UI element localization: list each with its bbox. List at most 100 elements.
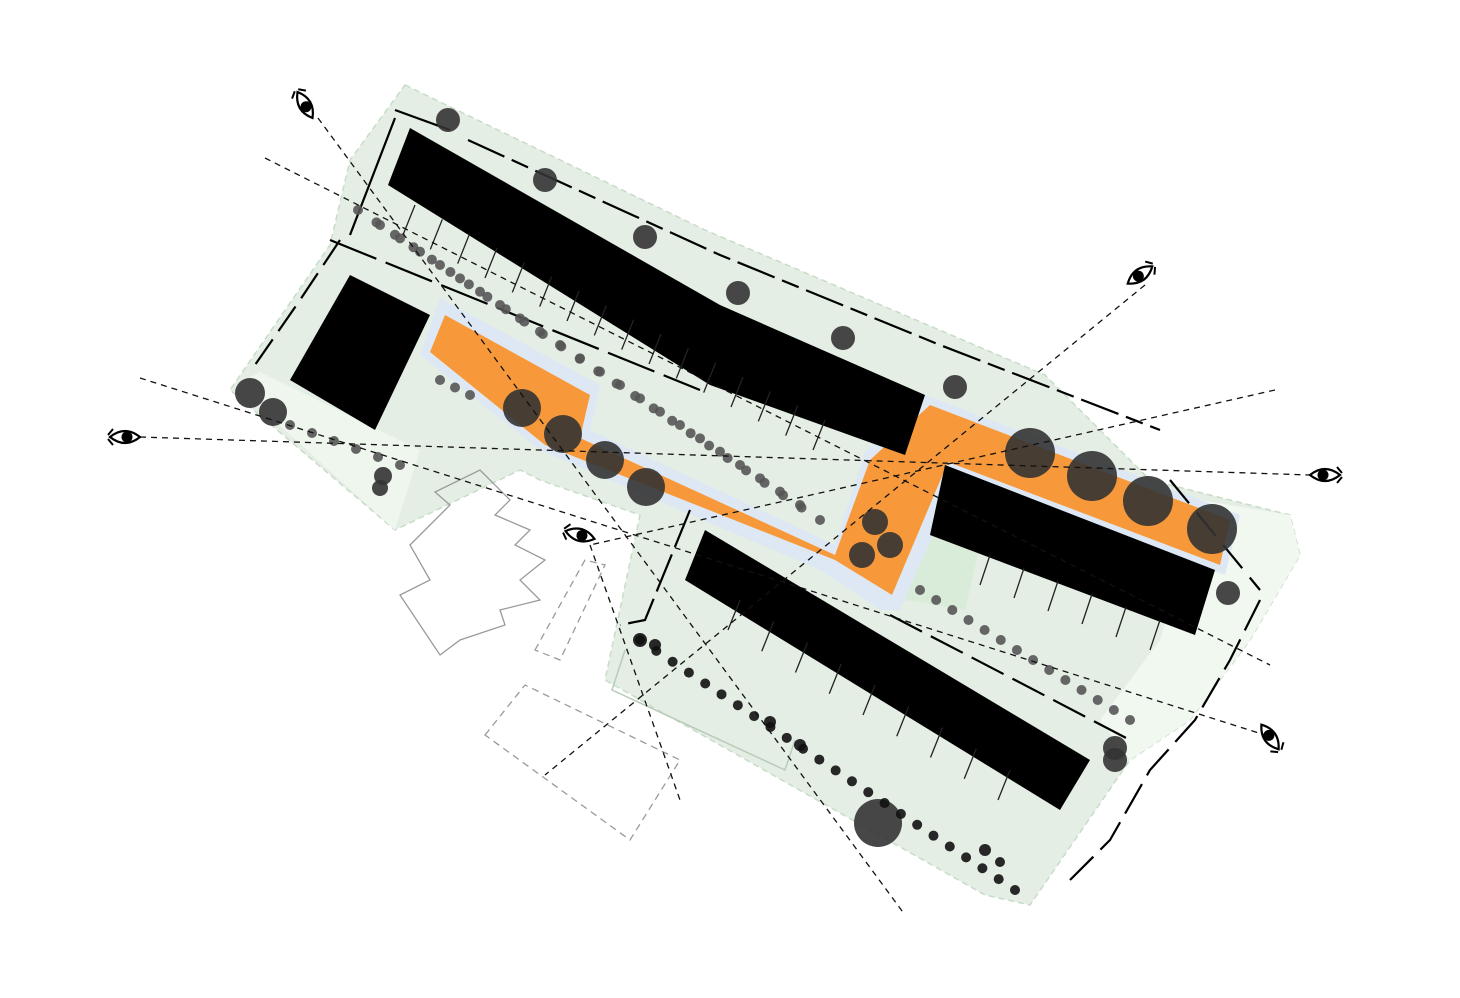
tree-small (1125, 715, 1135, 725)
tree-small (732, 700, 743, 711)
tree-small (426, 254, 437, 265)
tree-small (830, 765, 841, 776)
tree-medium (943, 375, 967, 399)
boundary-west-2 (254, 239, 341, 366)
neighbor-buildings (399, 469, 681, 841)
eye-icon (1260, 723, 1285, 754)
parking-stall-line (457, 233, 471, 264)
sightline-3 (139, 377, 1266, 736)
tree-small (915, 585, 925, 595)
building-south-long (685, 530, 1090, 810)
tree-small (649, 639, 661, 651)
tree-small (535, 326, 545, 337)
boundary-east (1069, 599, 1261, 881)
eye-icon (1126, 260, 1157, 285)
tree-small (635, 393, 645, 404)
tree-large (1005, 428, 1055, 478)
tree-small (435, 260, 445, 270)
tree-medium (862, 509, 888, 535)
eye-icon (107, 428, 142, 446)
tree-small (1060, 675, 1071, 685)
tree-large (544, 415, 582, 453)
parking-stall-line (484, 247, 498, 279)
tree-small (700, 678, 711, 689)
tree-small (895, 808, 906, 819)
parking-stall-line (566, 290, 580, 322)
tree-small (879, 798, 890, 809)
tree-medium (1103, 748, 1127, 772)
sightline-7 (589, 544, 681, 801)
tree-medium (633, 225, 657, 249)
tree-small (944, 841, 955, 852)
tree-small (979, 625, 990, 635)
parking-stalls (402, 204, 1161, 801)
building-west-block (290, 275, 430, 430)
parking-stall-line (757, 391, 771, 422)
parking-stall-line (511, 262, 525, 293)
tree-small (1076, 685, 1087, 695)
eye-icon (1308, 466, 1343, 484)
parking-stall-line (648, 333, 662, 365)
tree-small (373, 452, 383, 462)
tree-small (667, 656, 678, 667)
tree-small (475, 286, 485, 297)
tree-small (329, 436, 339, 446)
tree-small (814, 754, 825, 765)
tree-large (1123, 476, 1173, 526)
tree-small (846, 776, 857, 787)
parking-stall-line (1013, 567, 1025, 599)
tree-small (555, 340, 565, 350)
tree-medium (372, 480, 388, 496)
tree-small (463, 279, 474, 290)
tree-small (655, 406, 665, 417)
tree-small (755, 473, 765, 484)
tree-medium (726, 281, 750, 305)
parking-stall-line (1047, 580, 1059, 612)
tree-small (1010, 885, 1020, 895)
parking-stall-line (794, 642, 809, 673)
tree-small (795, 500, 805, 510)
boundary-west (348, 117, 397, 236)
parking-stall-line (828, 663, 842, 694)
tree-large (586, 441, 624, 479)
tree-small (495, 300, 505, 310)
boundary-south-row (889, 614, 1131, 741)
tree-small (353, 205, 363, 215)
tree-small (465, 390, 475, 400)
eye-icon (562, 523, 597, 543)
tree-small (931, 595, 942, 605)
tree-small (595, 366, 605, 377)
tree-small (515, 313, 525, 324)
parking-stall-line (862, 684, 876, 716)
tree-small (482, 291, 493, 302)
parking-stall-line (727, 599, 741, 631)
tree-medium (877, 532, 903, 558)
tree-small (716, 689, 727, 700)
tree-large (503, 389, 541, 427)
tree-small (435, 375, 445, 385)
parking-stall-line (429, 219, 443, 250)
parking-stall-line (1149, 619, 1161, 651)
tree-small (995, 857, 1005, 867)
tree-medium (436, 108, 460, 132)
sightline-4 (139, 436, 1311, 476)
tree-small (863, 787, 874, 798)
buildings (290, 128, 1215, 810)
parking-stall-line (539, 276, 553, 307)
tree-small (928, 830, 939, 841)
tree-medium (235, 378, 265, 408)
parking-stall-line (812, 419, 826, 451)
tree-large (1067, 451, 1117, 501)
planting-border-southwest (611, 649, 796, 772)
tree-small (993, 874, 1004, 885)
viewpoints (107, 88, 1343, 754)
parking-stall-line (1081, 593, 1093, 625)
trees (235, 108, 1240, 895)
parking-stall-line (1115, 606, 1127, 638)
neighbor-building-stepped (399, 469, 547, 656)
tree-small (1092, 695, 1103, 705)
tree-small (963, 615, 974, 625)
tree-small (749, 711, 760, 722)
boundary-mid (329, 238, 701, 392)
tree-small (1044, 665, 1055, 675)
